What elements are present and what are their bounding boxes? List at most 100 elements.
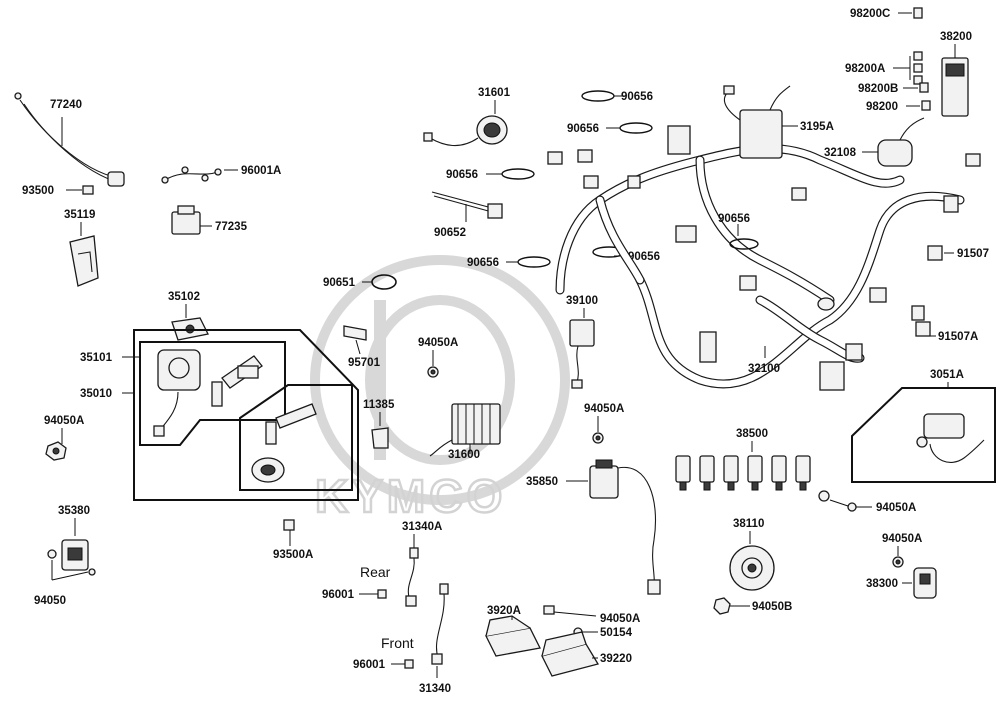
callout-35850: 35850 (526, 476, 558, 488)
strap-90656-d (506, 256, 551, 268)
kit-frame-seat-lock (239, 384, 353, 491)
screw-93500A (283, 519, 295, 546)
callout-90656-a: 90656 (621, 91, 653, 103)
watermark-ellipse (310, 255, 570, 505)
callout-38500: 38500 (736, 428, 768, 440)
strap-90656-a (581, 90, 626, 102)
watermark-ellipse-inner (365, 295, 515, 465)
nut-94050A-left (45, 441, 67, 461)
kit-frame-35101 (139, 341, 286, 446)
bracket-11385 (371, 427, 389, 449)
callout-94050A-right2: 94050A (882, 533, 922, 545)
callout-94050A-left: 94050A (44, 415, 84, 427)
bolt-94050A-right1 (818, 490, 872, 512)
callout-32100: 32100 (748, 363, 780, 375)
fuse-98200C (898, 7, 923, 19)
callout-38200: 38200 (940, 31, 972, 43)
brand-watermark: KYMCO (310, 255, 570, 523)
callout-35119: 35119 (64, 209, 95, 221)
callout-35380: 35380 (58, 505, 90, 517)
sensor-31601 (423, 115, 508, 147)
callout-32108: 32108 (824, 147, 857, 159)
callout-38110: 38110 (733, 518, 764, 530)
starter-relay-35850 (589, 459, 661, 595)
callout-94050A-mid: 94050A (418, 337, 458, 349)
callout-3051A: 3051A (930, 369, 964, 381)
callout-90651: 90651 (323, 277, 356, 289)
relay-39100 (569, 319, 595, 389)
sensor-front-31340 (431, 583, 449, 665)
strap-90656-f (729, 224, 759, 250)
callout-31600: 31600 (448, 449, 480, 461)
module-3195A (723, 85, 798, 159)
callout-31601: 31601 (478, 87, 511, 99)
callout-91507: 91507 (957, 248, 989, 260)
sensor-rear-31340A (405, 547, 419, 607)
sensor-3051A (916, 413, 985, 463)
callout-98200: 98200 (866, 101, 898, 113)
nut-94050A-right2 (892, 556, 904, 568)
kit-frame-3051A (851, 387, 996, 483)
callout-96001-rear: 96001 (322, 589, 355, 601)
label-rear: Rear (360, 564, 391, 580)
ignition-switch (153, 349, 201, 437)
coil-32108 (862, 117, 925, 167)
callout-3920A: 3920A (487, 605, 521, 617)
callout-90652: 90652 (434, 227, 466, 239)
callout-94050A-bottom: 94050A (600, 613, 640, 625)
callout-94050: 94050 (34, 595, 66, 607)
callout-39100: 39100 (566, 295, 598, 307)
screw-96001-front (391, 659, 414, 669)
label-front: Front (381, 635, 414, 651)
callout-35102: 35102 (168, 291, 200, 303)
clip-95701 (343, 325, 367, 355)
nut-94050A-mid (427, 366, 439, 378)
callout-96001A: 96001A (241, 165, 281, 177)
watermark-text: KYMCO (315, 470, 506, 522)
callout-3195A: 3195A (800, 121, 834, 133)
cable-90652 (431, 191, 503, 222)
throttle-cable (14, 92, 125, 187)
callout-94050A-right1: 94050A (876, 502, 916, 514)
seat-lock-cylinder (251, 457, 285, 483)
clips-96001A (161, 166, 238, 184)
horn-38110 (729, 545, 775, 591)
callout-98200C: 98200C (850, 8, 890, 20)
callout-77235: 77235 (215, 221, 248, 233)
callout-93500A: 93500A (273, 549, 313, 561)
callout-90656-b: 90656 (567, 123, 599, 135)
part-77235 (171, 205, 212, 235)
unit-39220 (541, 631, 600, 677)
screw-93500 (66, 185, 94, 195)
callout-96001-front: 96001 (353, 659, 386, 671)
regulator-31600 (429, 403, 501, 457)
switch-35380 (47, 539, 96, 576)
callout-93500: 93500 (22, 185, 54, 197)
wire-harness-32100 (547, 125, 981, 391)
nut-94050A-relay (592, 432, 604, 444)
callout-90656-f: 90656 (718, 213, 750, 225)
callout-95701: 95701 (348, 357, 381, 369)
callout-50154: 50154 (600, 627, 633, 639)
part-35119 (69, 222, 99, 287)
callout-98200B: 98200B (858, 83, 898, 95)
fuse-98200B (903, 82, 929, 93)
cdi-3920A (485, 615, 541, 657)
fuse-98200 (906, 100, 931, 111)
callout-94050B: 94050B (752, 601, 792, 613)
fuses-98200A (893, 51, 923, 85)
kit-frame-35010 (133, 329, 359, 501)
callout-77240: 77240 (50, 99, 82, 111)
callout-90656-c: 90656 (446, 169, 478, 181)
switch-38300 (913, 567, 937, 599)
callout-31340A: 31340A (402, 521, 442, 533)
callout-39220: 39220 (600, 653, 632, 665)
strap-90656-b (606, 122, 653, 134)
nut-94050B (713, 597, 750, 615)
fuse-box-38200 (941, 44, 969, 117)
callout-31340: 31340 (419, 683, 451, 695)
callout-38300: 38300 (866, 578, 898, 590)
screw-96001-rear (359, 589, 387, 599)
callout-98200A: 98200A (845, 63, 885, 75)
